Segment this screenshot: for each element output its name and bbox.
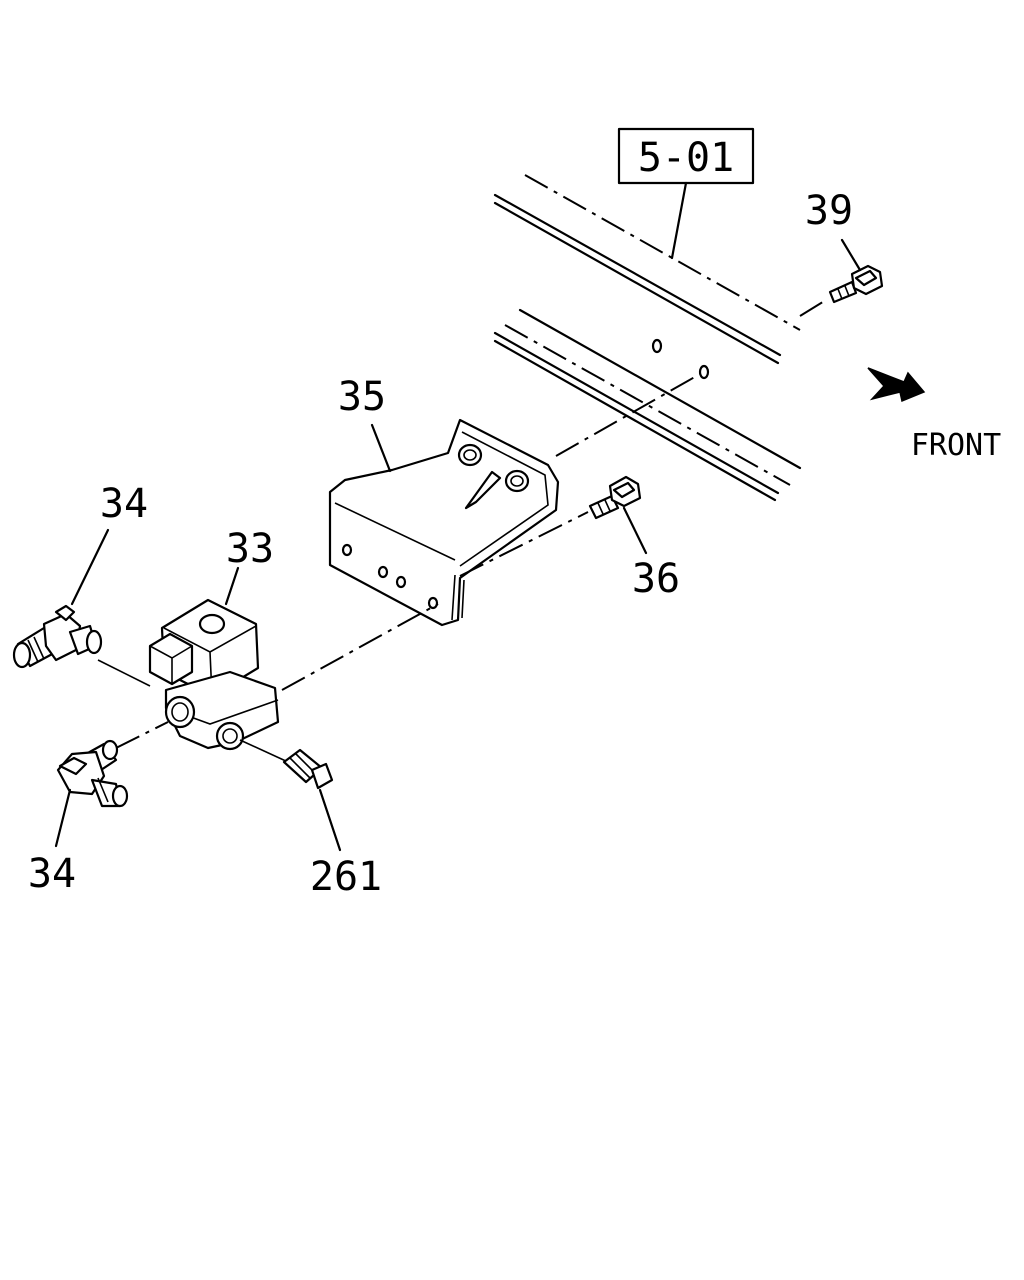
- callout-34-lower: 34: [28, 851, 76, 897]
- bolt-36[interactable]: [459, 475, 648, 577]
- elbow-fitting-34-lower[interactable]: [54, 721, 169, 848]
- callout-34-upper: 34: [100, 481, 148, 527]
- plug-261[interactable]: [239, 739, 342, 852]
- reference-label: 5-01: [638, 135, 734, 181]
- elbow-fitting-34-upper[interactable]: [12, 528, 151, 687]
- front-label: FRONT: [911, 428, 1001, 463]
- solenoid-valve-33[interactable]: [148, 566, 439, 751]
- callout-33: 33: [226, 526, 274, 572]
- bolt-39[interactable]: [799, 238, 884, 317]
- bracket-35[interactable]: [328, 418, 560, 627]
- callout-39: 39: [805, 188, 853, 234]
- callout-36: 36: [632, 556, 680, 602]
- front-arrow-icon: [867, 367, 926, 403]
- front-direction-indicator: FRONT: [867, 367, 1001, 463]
- frame-rail: [493, 174, 802, 502]
- callout-35: 35: [338, 374, 386, 420]
- reference-box[interactable]: 5-01: [617, 127, 755, 260]
- callout-261: 261: [310, 854, 382, 900]
